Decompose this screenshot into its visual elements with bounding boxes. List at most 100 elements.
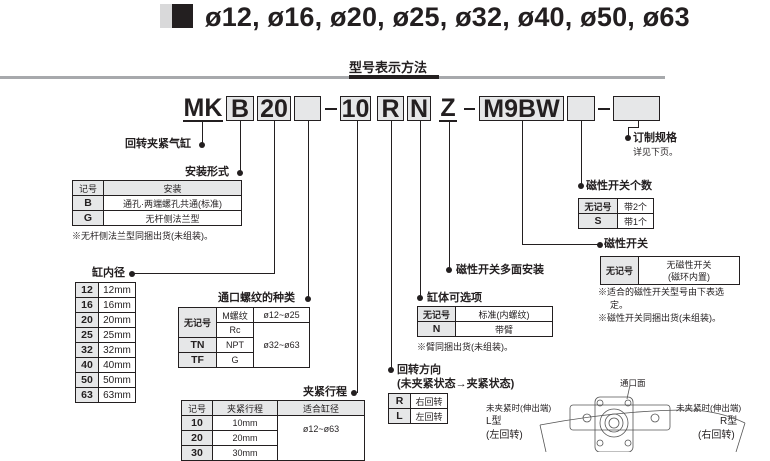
- table-cell: TF: [178, 352, 217, 368]
- leader-line: [357, 121, 359, 393]
- table-cell: 标准(内螺纹): [455, 306, 553, 322]
- switch-count-label: 磁性开关个数: [586, 180, 652, 192]
- bore-code: 20: [75, 312, 99, 328]
- leader-dot: [625, 135, 631, 141]
- leader-dot: [578, 183, 584, 189]
- leader-dot: [388, 367, 394, 373]
- mounting-label: 安装形式: [185, 166, 229, 178]
- code-dash: [464, 108, 475, 110]
- code-stroke: 10: [340, 95, 371, 123]
- leader-line: [240, 121, 242, 173]
- direction-sublabel: (未夹紧状态→夹紧状态): [397, 378, 515, 390]
- leader-line: [638, 121, 640, 127]
- bore-code: 32: [75, 342, 99, 358]
- right-l2: R型: [720, 416, 738, 427]
- code-direction: R: [377, 96, 404, 122]
- bore-label: 缸内径: [92, 267, 125, 279]
- right-l1: 未夹紧时(伸出端): [676, 403, 742, 413]
- switch-table: 无记号无磁性开关(磁环内置): [600, 256, 740, 285]
- table-cell: NPT: [216, 337, 254, 353]
- table-cell: M螺纹: [216, 307, 254, 323]
- table-cell: 30mm: [212, 445, 278, 461]
- table-cell: 记号: [181, 400, 213, 416]
- table-cell: 带1个: [617, 213, 654, 229]
- switch-label: 磁性开关: [604, 238, 648, 250]
- table-cell: 30: [181, 445, 213, 461]
- code-switch: M9BW: [479, 96, 564, 122]
- leader-line: [274, 121, 276, 274]
- leader-dot: [199, 142, 205, 148]
- table-cell: 20mm: [212, 430, 278, 446]
- table-cell: 无记号: [578, 198, 618, 214]
- leader-line: [202, 122, 204, 145]
- leader-dot: [417, 295, 423, 301]
- leader-line: [308, 121, 310, 299]
- leader-line: [449, 122, 451, 270]
- bore-code: 16: [75, 297, 99, 313]
- leader-dot: [446, 267, 452, 273]
- code-dash: [325, 108, 337, 110]
- table-cell: 左回转: [410, 408, 448, 424]
- bore-size: 40mm: [98, 357, 136, 373]
- table-cell: B: [72, 195, 104, 211]
- code-dash: [598, 108, 610, 110]
- table-cell: 无记号: [178, 307, 217, 338]
- switch-note: ※磁性开关同捆出货(未组装)。: [598, 313, 721, 323]
- table-cell: 夹紧行程: [212, 400, 278, 416]
- section-heading: 型号表示方法: [349, 60, 428, 75]
- title-tab-gray: [160, 4, 172, 28]
- right-l3: (右回转): [698, 430, 735, 441]
- custom-sub: 详见下页。: [633, 147, 679, 157]
- code-port: [294, 96, 321, 121]
- table-row: 无记号标准(内螺纹): [417, 306, 553, 322]
- table-cell: R: [388, 393, 411, 409]
- bore-size: 16mm: [98, 297, 136, 313]
- cylinder-diagram: [539, 385, 746, 452]
- code-series: MK: [183, 94, 223, 122]
- table-row: 无记号无磁性开关(磁环内置): [600, 256, 740, 285]
- table-cell: 带2个: [617, 198, 654, 214]
- section-rule: [0, 76, 665, 79]
- table-cell: TN: [178, 337, 217, 353]
- cylinder-body: [594, 396, 634, 452]
- bore-code: 63: [75, 387, 99, 403]
- leader-dot: [237, 170, 243, 176]
- bore-size: 50mm: [98, 372, 136, 388]
- table-cell: 无记号: [417, 306, 456, 322]
- option-note: ※臂同捆出货(未组装)。: [417, 342, 513, 352]
- table-cell: 适合缸径: [277, 400, 365, 416]
- code-bore: 20: [257, 96, 291, 122]
- leader-line: [522, 121, 524, 245]
- table-cell: ø32~ø63: [253, 322, 310, 368]
- header-cell: 记号: [72, 180, 104, 196]
- table-cell: G: [216, 352, 254, 368]
- bore-code: 12: [75, 282, 99, 298]
- table-cell: 10mm: [212, 415, 278, 431]
- leader-line: [522, 244, 600, 246]
- code-switch-count: [567, 96, 595, 121]
- table-cell: ø12~ø25: [253, 307, 310, 323]
- heading-underline: [349, 75, 439, 79]
- bore-size: 32mm: [98, 342, 136, 358]
- table-cell: G: [72, 210, 104, 226]
- leader-line: [581, 121, 583, 187]
- left-l3: (左回转): [486, 430, 523, 441]
- left-l2: L型: [486, 416, 502, 427]
- table-cell: Rc: [216, 322, 254, 338]
- table-cell: 20: [181, 430, 213, 446]
- stroke-label: 夹紧行程: [303, 386, 347, 398]
